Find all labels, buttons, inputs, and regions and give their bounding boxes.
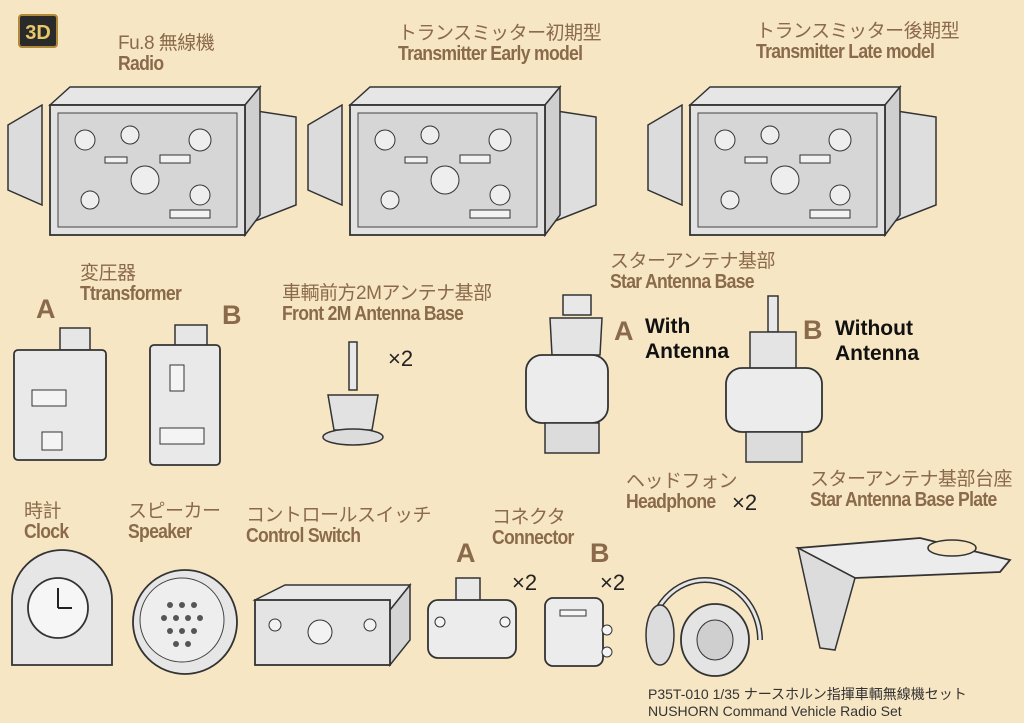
connector-label-jp: コネクタ <box>492 507 566 528</box>
tx-early-label-en: Transmitter Early model <box>398 42 583 65</box>
star-base-label-jp: スターアンテナ基部 <box>610 251 775 272</box>
3d-badge: 3D <box>18 14 58 48</box>
tx-late-label-jp: トランスミッター後期型 <box>756 21 960 42</box>
star-base-a-text2: Antenna <box>645 340 729 364</box>
radio-label: Fu.8 無線機 Radio <box>118 33 215 75</box>
headphone-label-jp: ヘッドフォン <box>626 471 738 492</box>
star-base-b-text1: Without <box>835 317 913 340</box>
plate-label-jp: スターアンテナ基部台座 <box>810 469 1012 490</box>
front-antenna-base-model <box>322 341 384 446</box>
clock-model <box>11 549 113 666</box>
front-base-label: 車輌前方2Mアンテナ基部 Front 2M Antenna Base <box>282 284 492 325</box>
connector-a-qty: ×2 <box>512 570 538 595</box>
front-base-label-en: Front 2M Antenna Base <box>282 302 464 325</box>
transformer-label: 変圧器 Ttransformer <box>80 264 195 305</box>
transformer-b-letter: B <box>222 300 242 330</box>
clock-label-jp: 時計 <box>24 501 62 522</box>
tx-late-label-en: Transmitter Late model <box>756 40 935 63</box>
radio-model <box>7 86 297 236</box>
connector-label-en: Connector <box>492 526 574 549</box>
speaker-label: スピーカー Speaker <box>128 502 221 543</box>
radio-label-jp: Fu.8 無線機 <box>118 33 215 54</box>
headphone-model <box>645 577 763 677</box>
radio-label-en: Radio <box>118 52 164 75</box>
connector-b-model <box>544 597 613 667</box>
star-antenna-base-a-model <box>525 294 609 454</box>
star-base-label: スターアンテナ基部 Star Antenna Base <box>610 252 775 293</box>
tx-early-label-jp: トランスミッター初期型 <box>398 23 602 44</box>
speaker-model <box>132 569 238 675</box>
control-label: コントロールスイッチ Control Switch <box>246 505 432 547</box>
tx-early-label: トランスミッター初期型 Transmitter Early model <box>398 24 607 65</box>
plate-label-en: Star Antenna Base Plate <box>810 488 997 511</box>
transmitter-late-model <box>647 86 937 236</box>
clock-label-en: Clock <box>24 520 69 543</box>
connector-label: コネクタ Connector <box>492 508 585 549</box>
headphone-qty: ×2 <box>732 490 758 515</box>
control-label-en: Control Switch <box>246 524 361 547</box>
connector-b-letter: B <box>590 538 610 568</box>
headphone-label-en: Headphone <box>626 490 716 513</box>
transformer-a-letter: A <box>36 294 56 324</box>
star-base-b-text: Without Antenna <box>835 316 919 366</box>
clock-label: 時計 Clock <box>24 502 74 543</box>
control-label-jp: コントロールスイッチ <box>246 505 432 526</box>
transformer-label-jp: 変圧器 <box>80 263 136 284</box>
footer-line1: P35T-010 1/35 ナースホルン指揮車輌無線機セット <box>648 686 967 702</box>
transformer-a-model <box>13 327 107 461</box>
control-switch-model <box>252 582 412 668</box>
plate-label: スターアンテナ基部台座 Star Antenna Base Plate <box>810 470 1022 511</box>
connector-b-qty: ×2 <box>600 570 626 595</box>
speaker-label-en: Speaker <box>128 520 192 543</box>
star-base-a-text: With Antenna <box>645 314 729 364</box>
front-base-label-jp: 車輌前方2Mアンテナ基部 <box>282 283 492 304</box>
connector-a-letter: A <box>456 538 476 568</box>
star-base-a-text1: With <box>645 315 691 338</box>
speaker-label-jp: スピーカー <box>128 501 221 522</box>
headphone-label: ヘッドフォン Headphone <box>626 471 738 513</box>
star-base-b-letter: B <box>803 315 823 345</box>
tx-late-label: トランスミッター後期型 Transmitter Late model <box>756 21 960 63</box>
connector-a-model <box>427 577 517 659</box>
star-base-a-letter: A <box>614 316 634 346</box>
transformer-b-model <box>149 324 221 466</box>
footer-line2: NUSHORN Command Vehicle Radio Set <box>648 703 902 719</box>
transmitter-early-model <box>307 86 597 236</box>
base-plate-model <box>794 537 1012 651</box>
star-antenna-base-b-model <box>725 295 823 463</box>
star-base-b-text2: Antenna <box>835 342 919 366</box>
front-base-qty: ×2 <box>388 346 414 371</box>
transformer-label-en: Ttransformer <box>80 282 182 305</box>
star-base-label-en: Star Antenna Base <box>610 270 755 293</box>
